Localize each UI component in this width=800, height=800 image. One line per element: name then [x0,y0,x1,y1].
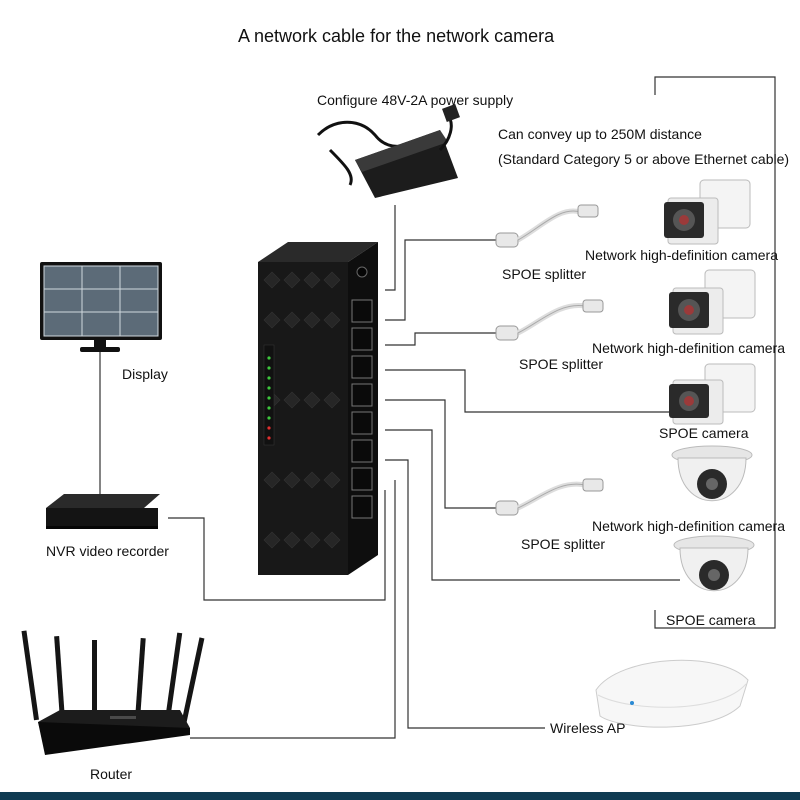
nvr-label: NVR video recorder [46,543,169,559]
distance-line-2: (Standard Category 5 or above Ethernet c… [498,151,790,167]
wire-router [190,480,396,739]
spoe-splitter-2-icon [495,299,604,341]
wire-camera2 [385,332,500,346]
wire-nvr [168,490,386,601]
splitter-1-label: SPOE splitter [502,266,587,282]
wire-bracket-right [654,76,776,629]
router-icon [21,630,205,755]
wire-camera3 [385,399,500,509]
power-adapter-icon [316,104,460,198]
spoe-splitter-3-icon [495,478,604,516]
spoe-splitter-1-icon [495,204,599,248]
dome-camera-1-icon [671,445,753,502]
camera-3-label: Network high-definition camera [592,518,785,534]
display-monitor-icon [40,262,162,352]
bottom-accent-bar [0,792,800,800]
poe-switch-icon [258,242,378,575]
wire-power [385,205,396,291]
wire-wireless-ap [385,459,545,729]
connection-wires [99,76,776,739]
spoe-camera-1-label: SPOE camera [659,425,749,441]
wire-camera1 [385,239,500,321]
wire-spoe-camera1 [385,369,670,413]
wireless-ap-label: Wireless AP [550,720,626,736]
display-label: Display [122,366,168,382]
splitter-2-label: SPOE splitter [519,356,604,372]
switch-leds [267,356,271,440]
bullet-camera-3-icon [669,363,756,425]
spoe-camera-2-label: SPOE camera [666,612,756,628]
wire-spoe-camera2 [385,429,680,581]
camera-1-label: Network high-definition camera [585,247,778,263]
distance-line-1: Can convey up to 250M distance [498,126,702,142]
camera-2-label: Network high-definition camera [592,340,785,356]
page-title: A network cable for the network camera [238,26,555,46]
bullet-camera-2-icon [669,269,756,335]
dome-camera-2-icon [673,535,755,592]
nvr-recorder-icon [46,494,160,529]
switch-ports [351,299,373,519]
power-supply-label: Configure 48V-2A power supply [317,92,514,108]
splitter-3-label: SPOE splitter [521,536,606,552]
bullet-camera-1-icon [664,179,751,245]
router-label: Router [90,766,133,782]
wireless-ap-icon [595,659,749,728]
